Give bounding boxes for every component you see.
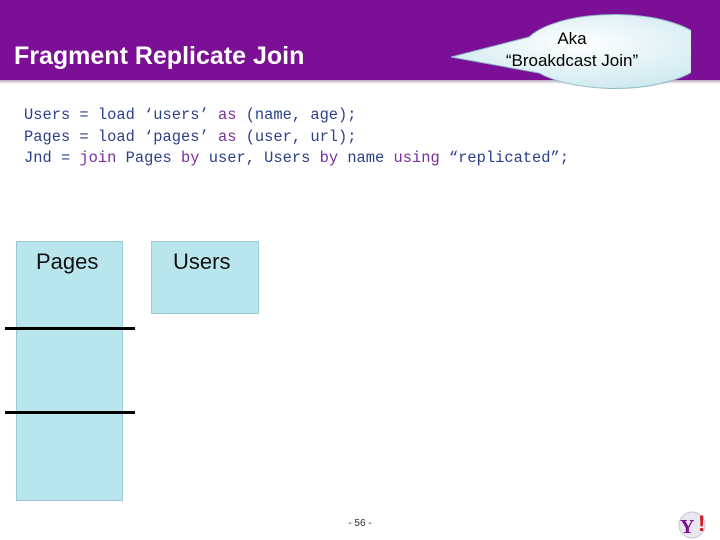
yahoo-logo-icon: Y ! xyxy=(678,511,706,539)
svg-text:Y: Y xyxy=(680,516,695,538)
fragment-divider-1 xyxy=(5,327,135,330)
callout-text: Aka “Broakdcast Join” xyxy=(460,28,684,72)
code-line-2: Pages = load ‘pages’ as (user, url); xyxy=(24,127,569,149)
code-text: “replicated”; xyxy=(439,149,569,167)
slide-title: Fragment Replicate Join xyxy=(14,42,305,70)
fragment-divider-2 xyxy=(5,411,135,414)
users-label: Users xyxy=(173,249,231,274)
page-number: - 56 - xyxy=(348,518,372,529)
code-text: Jnd = xyxy=(24,149,80,167)
svg-text:!: ! xyxy=(698,511,705,536)
title-bar-shadow xyxy=(0,80,720,84)
code-text: Users = load ‘users’ xyxy=(24,106,218,124)
code-text: name xyxy=(338,149,394,167)
code-text: Pages = load ‘pages’ xyxy=(24,127,218,146)
users-box xyxy=(151,241,259,314)
code-keyword: by xyxy=(181,149,200,167)
code-line-3: Jnd = join Pages by user, Users by name … xyxy=(24,148,569,170)
pages-box xyxy=(16,241,123,501)
code-text: Pages xyxy=(116,149,182,167)
code-text: (user, url); xyxy=(236,127,357,146)
code-block: Users = load ‘users’ as (name, age);Page… xyxy=(24,105,569,170)
callout-bubble xyxy=(451,13,691,89)
code-keyword: as xyxy=(217,106,237,124)
code-keyword: by xyxy=(319,149,339,167)
callout-line-2: “Broakdcast Join” xyxy=(505,51,639,70)
code-text: (name, age); xyxy=(236,106,357,124)
code-keyword: as xyxy=(217,127,237,146)
code-text: user, Users xyxy=(199,149,320,167)
code-line-1: Users = load ‘users’ as (name, age); xyxy=(24,105,569,127)
callout-line-1: Aka xyxy=(557,29,587,48)
pages-label: Pages xyxy=(36,249,99,274)
code-keyword: join xyxy=(79,149,117,167)
code-keyword: using xyxy=(393,149,440,167)
